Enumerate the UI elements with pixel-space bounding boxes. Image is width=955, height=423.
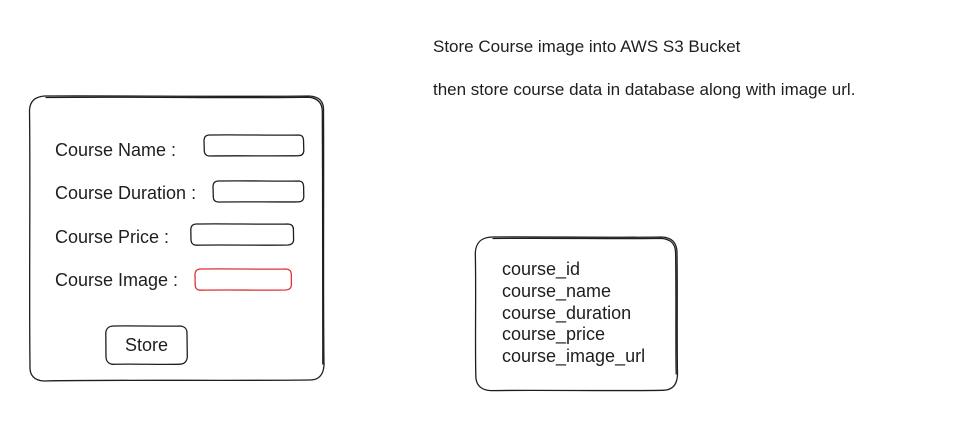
course-name-input-outline <box>203 134 305 157</box>
table-column-course-price: course_price <box>502 324 606 345</box>
course-price-label: Course Price : <box>55 227 170 247</box>
course-duration-input[interactable] <box>214 182 303 201</box>
table-column-course-duration: course_duration <box>502 302 632 323</box>
course-image-input-outline <box>194 268 293 291</box>
table-column-course-image-url: course_image_url <box>502 346 646 367</box>
course-image-input[interactable] <box>196 270 291 289</box>
course-price-input-outline <box>190 223 295 246</box>
course-duration-label: Course Duration : <box>55 183 197 203</box>
form-panel-outline <box>28 95 325 382</box>
table-column-course-name: course_name <box>502 280 612 301</box>
course-name-input[interactable] <box>205 136 303 155</box>
course-duration-input-outline <box>212 180 305 203</box>
table-columns-list: course_id course_name course_duration co… <box>502 259 645 368</box>
course-name-label: Course Name : <box>55 140 177 160</box>
store-button[interactable]: Store <box>106 326 187 364</box>
table-box-outline <box>474 236 679 392</box>
store-button-outline <box>105 325 188 366</box>
course-image-label: Course Image : <box>55 270 179 290</box>
table-column-course-id: course_id <box>502 259 581 279</box>
course-price-input[interactable] <box>192 225 293 244</box>
note-store-database: then store course data in database along… <box>433 80 856 99</box>
note-s3-upload: Store Course image into AWS S3 Bucket <box>433 37 741 56</box>
